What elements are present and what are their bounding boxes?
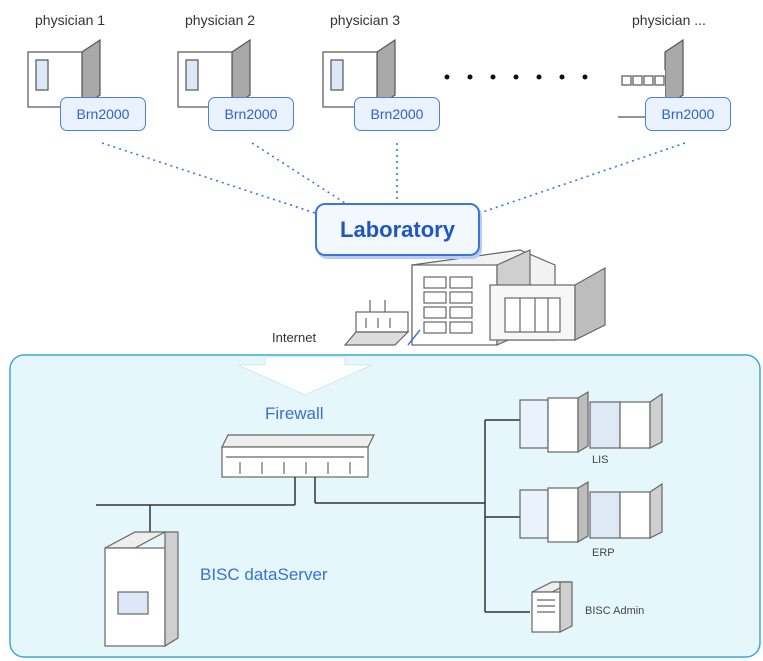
- software-box-4: Brn2000: [645, 97, 731, 131]
- ellipsis-dots: [444, 74, 588, 80]
- internet-label: Internet: [272, 330, 317, 345]
- server-label-1: LIS: [592, 454, 609, 466]
- server-rack-icon-1: [519, 390, 663, 454]
- server-label-2: ERP: [592, 547, 615, 559]
- physician-label-4: physician ...: [632, 12, 706, 28]
- laboratory-building-icon: [343, 249, 606, 346]
- firewall-icon: [221, 434, 375, 478]
- software-box-2: Brn2000: [208, 97, 294, 131]
- physician-label-1: physician 1: [35, 12, 106, 28]
- server-rack-icon-2: [519, 480, 663, 544]
- physician-label-2: physician 2: [185, 12, 256, 28]
- data-server-label: BISC dataServer: [200, 565, 328, 584]
- network-lines: [96, 419, 530, 613]
- physician-label-3: physician 3: [330, 12, 401, 28]
- computer-icon-2: [177, 38, 251, 109]
- laboratory-box: Laboratory: [315, 203, 480, 256]
- admin-label: BISC Admin: [585, 605, 645, 617]
- software-box-3: Brn2000: [354, 97, 440, 131]
- admin-server-icon: [531, 581, 573, 633]
- dotted-links: [101, 142, 686, 214]
- computer-icon-4: [617, 38, 684, 118]
- data-server-icon: [104, 531, 179, 648]
- incoming-arrow-icon: [237, 356, 373, 396]
- software-box-1: Brn2000: [60, 97, 146, 131]
- firewall-label: Firewall: [265, 404, 324, 423]
